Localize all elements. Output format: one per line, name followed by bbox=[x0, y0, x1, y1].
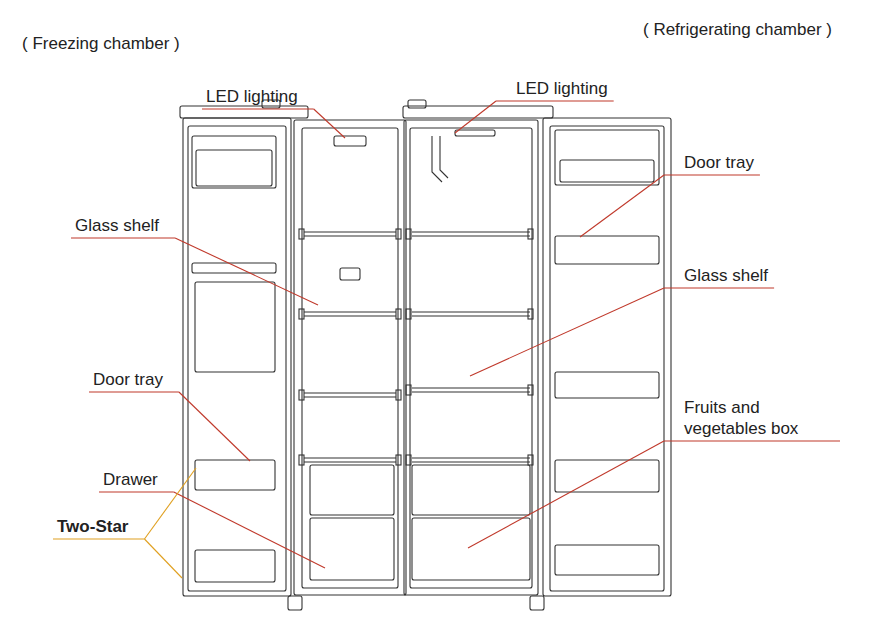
fridge-liner bbox=[410, 128, 532, 588]
leader-line bbox=[468, 441, 664, 548]
label-underline bbox=[202, 108, 314, 109]
freezer-cabinet bbox=[294, 120, 406, 595]
glass-shelf bbox=[412, 311, 530, 312]
label-underline bbox=[664, 174, 760, 175]
glass-shelf bbox=[304, 396, 396, 397]
part-label: Drawer bbox=[103, 469, 158, 490]
glass-shelf bbox=[412, 387, 530, 388]
door-tray bbox=[195, 550, 275, 582]
vegetable-box bbox=[412, 518, 530, 580]
leader-line bbox=[470, 288, 664, 376]
door-tray bbox=[195, 460, 275, 490]
leader-line bbox=[175, 238, 318, 305]
freezer-liner bbox=[302, 128, 398, 588]
part-label: Two-Star bbox=[57, 516, 128, 537]
label-underline bbox=[664, 440, 840, 441]
shelf-support bbox=[528, 309, 533, 319]
label-underline bbox=[89, 391, 179, 392]
leader-line bbox=[455, 101, 496, 133]
chamber-heading: ( Freezing chamber ) bbox=[22, 33, 180, 54]
glass-shelf bbox=[304, 315, 396, 316]
door-tray bbox=[192, 136, 276, 188]
glass-shelf bbox=[304, 231, 396, 232]
part-label: Fruits and vegetables box bbox=[684, 397, 834, 439]
led-light bbox=[455, 130, 495, 136]
leader-line bbox=[179, 392, 250, 461]
shelf-support bbox=[406, 385, 411, 395]
part-label: Glass shelf bbox=[75, 215, 159, 236]
fridge-door-liner bbox=[550, 126, 664, 591]
label-underline bbox=[664, 287, 774, 288]
chamber-heading: ( Refrigerating chamber ) bbox=[643, 19, 832, 40]
glass-shelf bbox=[412, 391, 530, 392]
freezer-drawer bbox=[310, 518, 394, 580]
leader-line bbox=[580, 175, 664, 237]
fridge-cabinet bbox=[404, 120, 538, 595]
door-tray bbox=[196, 150, 272, 186]
part-label: Door tray bbox=[93, 369, 163, 390]
part-label: Door tray bbox=[684, 152, 754, 173]
shelf-support bbox=[528, 455, 533, 465]
glass-shelf bbox=[304, 461, 396, 462]
leader-line bbox=[314, 109, 345, 138]
shelf-support bbox=[406, 309, 411, 319]
leader-line bbox=[174, 492, 325, 568]
shelf-support bbox=[299, 309, 304, 319]
freezer-drawer bbox=[310, 465, 394, 515]
hinge bbox=[408, 100, 426, 108]
shelf-support bbox=[528, 229, 533, 239]
label-underline bbox=[53, 538, 144, 539]
glass-shelf bbox=[412, 315, 530, 316]
top-cap bbox=[180, 106, 308, 118]
shelf-support bbox=[396, 229, 401, 239]
label-underline bbox=[496, 100, 614, 101]
fridge-door bbox=[543, 118, 671, 596]
door-tray bbox=[555, 130, 659, 185]
door-tray bbox=[555, 545, 659, 575]
refrigerator-outline bbox=[180, 100, 671, 610]
glass-shelf bbox=[412, 457, 530, 458]
glass-shelf bbox=[304, 457, 396, 458]
shelf-support bbox=[396, 390, 401, 400]
glass-shelf bbox=[304, 311, 396, 312]
label-underline bbox=[71, 237, 175, 238]
label-underline bbox=[99, 491, 174, 492]
door-panel bbox=[195, 282, 275, 372]
glass-shelf bbox=[304, 235, 396, 236]
air-duct bbox=[432, 136, 448, 182]
shelf-support bbox=[299, 455, 304, 465]
glass-shelf bbox=[412, 461, 530, 462]
led-light bbox=[334, 136, 366, 146]
door-tray bbox=[555, 460, 659, 492]
foot bbox=[530, 596, 544, 610]
door-tray bbox=[192, 263, 276, 273]
glass-shelf bbox=[304, 392, 396, 393]
door-tray bbox=[555, 236, 659, 264]
door-tray bbox=[555, 372, 659, 398]
part-label: Glass shelf bbox=[684, 265, 768, 286]
shelf-support bbox=[299, 229, 304, 239]
shelf-support bbox=[299, 390, 304, 400]
freezer-door-liner bbox=[188, 126, 286, 591]
fan-cover bbox=[340, 268, 360, 280]
foot bbox=[288, 596, 302, 610]
shelf-support bbox=[406, 455, 411, 465]
shelf-support bbox=[528, 385, 533, 395]
shelf-support bbox=[406, 229, 411, 239]
shelf-support bbox=[396, 309, 401, 319]
part-label: LED lighting bbox=[516, 78, 608, 99]
door-tray bbox=[560, 160, 654, 182]
shelf-support bbox=[396, 455, 401, 465]
part-label: LED lighting bbox=[206, 86, 298, 107]
glass-shelf bbox=[412, 235, 530, 236]
glass-shelf bbox=[412, 231, 530, 232]
fridge-drawer bbox=[412, 465, 530, 515]
leader-line bbox=[144, 539, 182, 578]
